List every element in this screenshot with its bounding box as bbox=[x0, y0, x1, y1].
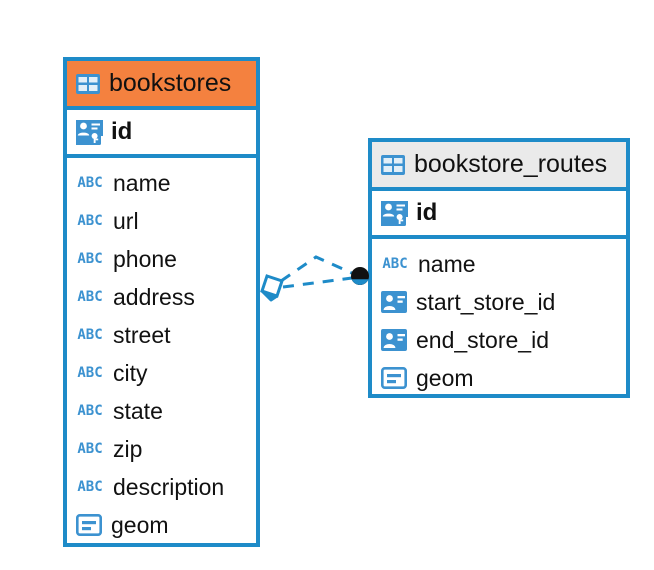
field-row[interactable]: ABC name bbox=[372, 245, 626, 283]
field-label: start_store_id bbox=[416, 288, 556, 315]
field-row[interactable]: ABC state bbox=[67, 392, 256, 430]
primary-key-icon bbox=[381, 200, 408, 226]
geometry-type-icon bbox=[381, 367, 407, 389]
field-row[interactable]: geom bbox=[372, 359, 626, 397]
text-type-icon: ABC bbox=[77, 327, 103, 343]
text-type-icon: ABC bbox=[77, 289, 103, 305]
field-list-bookstore-routes: ABC name start_store_id bbox=[372, 239, 626, 403]
field-row[interactable]: ABC description bbox=[67, 468, 256, 506]
circle-marker bbox=[351, 267, 369, 285]
primary-key-label: id bbox=[111, 118, 133, 145]
field-label: geom bbox=[416, 364, 474, 391]
field-row[interactable]: ABC zip bbox=[67, 430, 256, 468]
primary-key-row[interactable]: id bbox=[67, 110, 256, 158]
entity-title: bookstore_routes bbox=[414, 150, 608, 178]
geometry-type-icon bbox=[76, 514, 102, 536]
field-label: url bbox=[113, 207, 139, 234]
text-type-icon: ABC bbox=[77, 213, 103, 229]
field-label: geom bbox=[111, 511, 169, 538]
text-type-icon: ABC bbox=[77, 175, 103, 191]
field-label: state bbox=[113, 397, 163, 424]
entity-table-bookstore-routes[interactable]: bookstore_routes id ABC bbox=[368, 138, 630, 398]
text-type-icon: ABC bbox=[77, 479, 103, 495]
field-label: address bbox=[113, 283, 195, 310]
relationship-line-upper bbox=[280, 255, 355, 283]
table-icon bbox=[381, 154, 405, 175]
field-row[interactable]: ABC url bbox=[67, 202, 256, 240]
relationship-line-lower bbox=[282, 276, 353, 289]
field-row[interactable]: end_store_id bbox=[372, 321, 626, 359]
diamond-marker bbox=[260, 274, 284, 302]
primary-key-row[interactable]: id bbox=[372, 191, 626, 239]
field-row[interactable]: start_store_id bbox=[372, 283, 626, 321]
field-list-bookstores: ABC name ABC url ABC phone ABC address A… bbox=[67, 158, 256, 550]
text-type-icon: ABC bbox=[382, 256, 408, 272]
text-type-icon: ABC bbox=[77, 403, 103, 419]
field-label: city bbox=[113, 359, 148, 386]
text-type-icon: ABC bbox=[77, 251, 103, 267]
field-row[interactable]: ABC street bbox=[67, 316, 256, 354]
table-icon bbox=[76, 73, 100, 94]
entity-table-bookstores[interactable]: bookstores id ABC bbox=[63, 57, 260, 547]
field-label: name bbox=[418, 250, 476, 277]
entity-header-bookstores[interactable]: bookstores bbox=[67, 61, 256, 110]
text-type-icon: ABC bbox=[77, 441, 103, 457]
field-row[interactable]: ABC name bbox=[67, 164, 256, 202]
field-label: end_store_id bbox=[416, 326, 549, 353]
primary-key-label: id bbox=[416, 199, 438, 226]
field-row[interactable]: ABC city bbox=[67, 354, 256, 392]
entity-title: bookstores bbox=[109, 69, 232, 97]
entity-header-bookstore-routes[interactable]: bookstore_routes bbox=[372, 142, 626, 191]
text-type-icon: ABC bbox=[77, 365, 103, 381]
field-label: street bbox=[113, 321, 171, 348]
field-row[interactable]: ABC phone bbox=[67, 240, 256, 278]
field-row[interactable]: geom bbox=[67, 506, 256, 544]
foreign-key-icon bbox=[381, 291, 407, 313]
foreign-key-icon bbox=[381, 329, 407, 351]
field-label: description bbox=[113, 473, 225, 500]
field-row[interactable]: ABC address bbox=[67, 278, 256, 316]
field-label: phone bbox=[113, 245, 177, 272]
field-label: name bbox=[113, 169, 171, 196]
field-label: zip bbox=[113, 435, 143, 462]
primary-key-icon bbox=[76, 119, 103, 145]
